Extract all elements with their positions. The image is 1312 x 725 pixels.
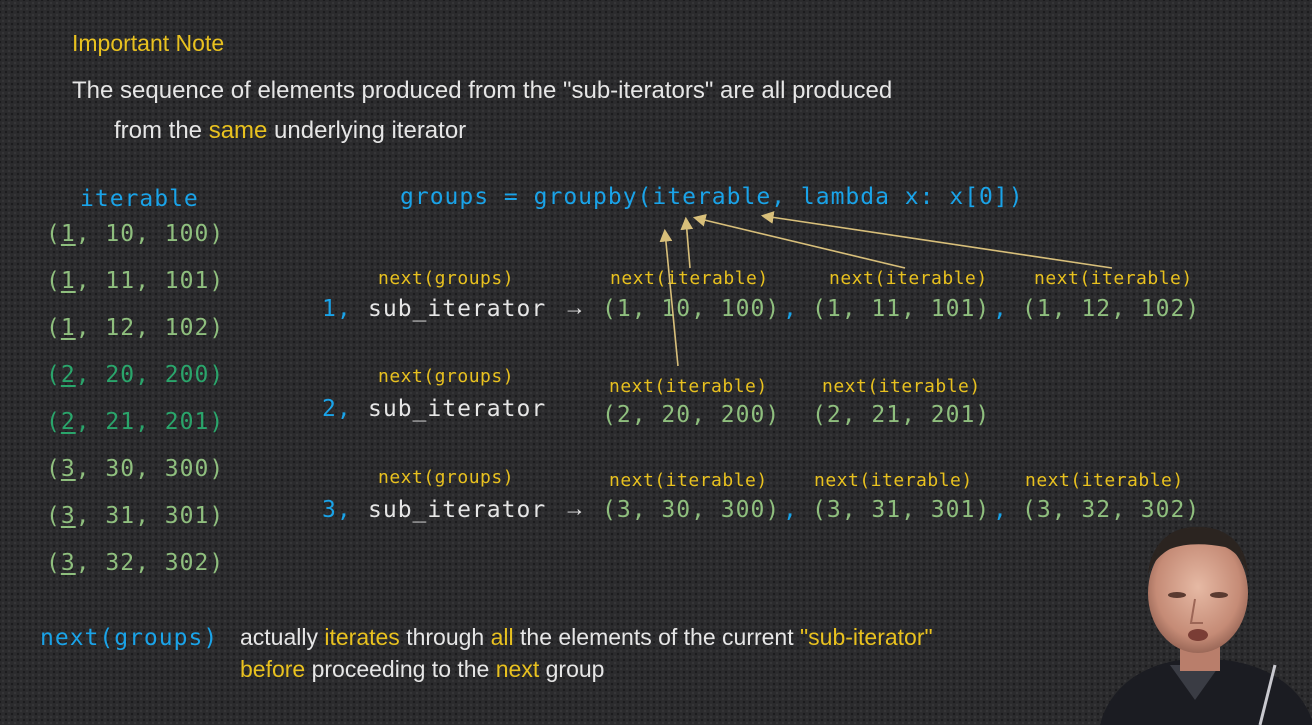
- group-sub-iterator: sub_iterator: [368, 396, 547, 422]
- iterable-row: (2, 21, 201): [46, 409, 224, 435]
- title-note: Note: [175, 30, 225, 56]
- iterable-row-open: (: [46, 456, 61, 482]
- iterable-row-open: (: [46, 550, 61, 576]
- footer-segment: group: [539, 656, 605, 682]
- tuple-separator: ,: [993, 296, 1008, 322]
- tuple-separator: ,: [993, 497, 1008, 523]
- iterable-row: (3, 30, 300): [46, 456, 224, 482]
- next-iterable-label: next(iterable): [829, 268, 988, 289]
- iterable-row-key: 3: [60, 503, 76, 529]
- iterable-row-open: (: [46, 221, 61, 247]
- iterable-row-key: 1: [60, 315, 76, 341]
- footer-line-1: actually iterates through all the elemen…: [240, 624, 933, 651]
- group-arrow: →: [563, 495, 587, 521]
- iterable-row-open: (: [46, 268, 61, 294]
- tuple-separator: ,: [783, 497, 798, 523]
- group-tuple: (2, 20, 200): [602, 402, 781, 428]
- arrow-from-row1-item1: [680, 216, 694, 269]
- arrow-from-row1-item3: [760, 211, 1113, 269]
- groupby-code: groups = groupby(iterable, lambda x: x[0…: [400, 184, 1024, 210]
- group-key: 3,: [322, 497, 352, 523]
- iterable-row-key: 1: [60, 221, 76, 247]
- iterable-row: (1, 11, 101): [46, 268, 224, 294]
- footer-segment: through: [399, 624, 491, 650]
- iterable-row: (2, 20, 200): [46, 362, 224, 388]
- footer-segment: next: [495, 656, 540, 682]
- group-key: 1,: [322, 296, 352, 322]
- group-tuple: (3, 32, 302): [1022, 497, 1201, 523]
- footer-segment: all: [490, 624, 514, 650]
- presenter-video: [1100, 526, 1312, 725]
- iterable-row-rest: , 12, 102): [75, 315, 225, 341]
- footer-segment: "sub-iterator": [800, 624, 933, 650]
- footer-segment: proceeding to the: [305, 656, 496, 682]
- next-iterable-label: next(iterable): [822, 376, 981, 397]
- next-iterable-label: next(iterable): [610, 268, 769, 289]
- group-tuple: (1, 10, 100): [602, 296, 781, 322]
- arrow-from-row1-item2: [692, 214, 906, 269]
- footer-code: next(groups): [40, 625, 219, 651]
- intro-line-2-pre: from the: [114, 117, 209, 144]
- title-important: Important: [72, 30, 170, 56]
- intro-line-2: from the same underlying iterator: [114, 117, 466, 145]
- iterable-row-open: (: [46, 409, 61, 435]
- next-iterable-label: next(iterable): [814, 470, 973, 491]
- iterable-label: iterable: [80, 186, 199, 212]
- iterable-row-rest: , 30, 300): [75, 456, 225, 482]
- footer-segment: iterates: [324, 624, 400, 650]
- iterable-row-key: 1: [60, 268, 76, 294]
- next-iterable-label: next(iterable): [609, 376, 768, 397]
- intro-line-1: The sequence of elements produced from t…: [72, 77, 893, 104]
- iterable-row-key: 2: [60, 362, 76, 388]
- iterable-row: (1, 12, 102): [46, 315, 224, 341]
- intro-line-2-post: underlying iterator: [267, 117, 467, 144]
- group-tuple: (3, 30, 300): [602, 497, 781, 523]
- group-sub-iterator: sub_iterator: [368, 497, 547, 523]
- iterable-row: (3, 32, 302): [46, 550, 224, 576]
- next-iterable-label: next(iterable): [1025, 470, 1184, 491]
- iterable-row-rest: , 10, 100): [75, 221, 225, 247]
- next-iterable-label: next(iterable): [609, 470, 768, 491]
- next-groups-label: next(groups): [378, 467, 515, 488]
- iterable-row-rest: , 20, 200): [75, 362, 225, 388]
- next-iterable-label: next(iterable): [1034, 268, 1193, 289]
- slide-title: Important Note: [72, 30, 224, 57]
- iterable-row-key: 2: [60, 409, 76, 435]
- next-groups-label: next(groups): [378, 366, 515, 387]
- footer-line-2: before proceeding to the next group: [240, 656, 604, 683]
- footer-segment: actually: [240, 624, 325, 650]
- group-tuple: (1, 12, 102): [1022, 296, 1201, 322]
- iterable-row: (3, 31, 301): [46, 503, 224, 529]
- tuple-separator: ,: [783, 296, 798, 322]
- group-tuple: (2, 21, 201): [812, 402, 991, 428]
- group-sub-iterator: sub_iterator: [368, 296, 547, 322]
- group-key: 2,: [322, 396, 352, 422]
- iterable-row-rest: , 21, 201): [75, 409, 225, 435]
- iterable-row: (1, 10, 100): [46, 221, 224, 247]
- group-tuple: (1, 11, 101): [812, 296, 991, 322]
- iterable-row-open: (: [46, 503, 61, 529]
- iterable-row-key: 3: [60, 550, 76, 576]
- footer-segment: the elements of the current: [513, 624, 801, 650]
- footer-segment: before: [240, 656, 306, 682]
- iterable-row-rest: , 11, 101): [75, 268, 225, 294]
- intro-highlight-same: same: [208, 117, 268, 144]
- iterable-row-open: (: [46, 315, 61, 341]
- iterable-row-key: 3: [60, 456, 76, 482]
- group-tuple: (3, 31, 301): [812, 497, 991, 523]
- group-arrow: →: [563, 294, 587, 320]
- iterable-row-rest: , 31, 301): [75, 503, 225, 529]
- next-groups-label: next(groups): [378, 268, 515, 289]
- iterable-row-open: (: [46, 362, 61, 388]
- iterable-row-rest: , 32, 302): [75, 550, 225, 576]
